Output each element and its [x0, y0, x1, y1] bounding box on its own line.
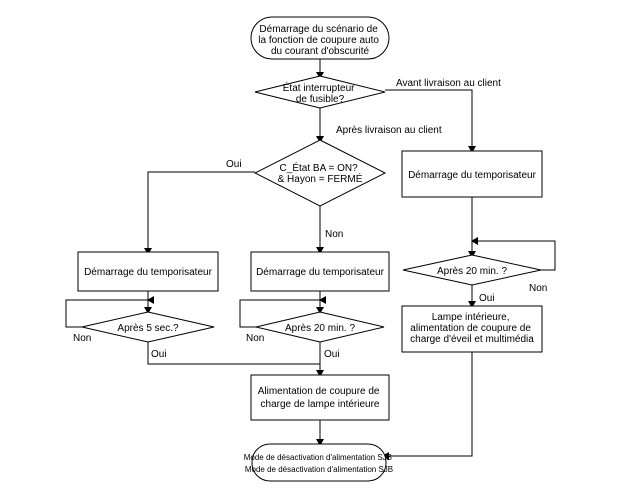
edge-fuse-to-timer-right — [385, 89, 473, 150]
label-left-yes: Oui — [151, 349, 167, 360]
fuse-decision-text: État interrupteur de fusible? — [283, 81, 358, 105]
timer-left-shape — [77, 251, 219, 292]
timer-right-text: Démarrage du temporisateur — [408, 170, 537, 181]
arrowhead — [147, 296, 154, 304]
arrowhead — [468, 146, 476, 153]
lamp-multimedia-shape — [401, 305, 543, 353]
timer-mid-shape — [250, 251, 390, 292]
edge-lamp-multimedia-to-sjb — [385, 352, 473, 457]
label-mid-yes: Oui — [324, 349, 340, 360]
start-node: Démarrage du scénario de la fonction de … — [250, 16, 390, 60]
lamp-multimedia-text: Lampe intérieure, alimentation de coupur… — [410, 312, 534, 345]
lamp-cutoff-shape — [250, 374, 390, 421]
start-node-shape — [250, 16, 390, 60]
lamp-multimedia-node: Lampe intérieure, alimentation de coupur… — [401, 305, 543, 353]
after5-left-decision: Après 5 sec.? — [81, 311, 215, 343]
arrowhead — [316, 247, 324, 254]
after20-right-decision: Après 20 min. ? — [402, 254, 542, 286]
timer-right: Démarrage du temporisateur — [401, 150, 543, 198]
label-right-yes: Oui — [479, 293, 495, 304]
edge-after20-mid-loop — [239, 299, 320, 328]
state-decision-text: C_État BA = ON? & Hayon = FERMÉ — [278, 161, 363, 185]
label-after-delivery: Après livraison au client — [336, 125, 442, 136]
label-left-no: Non — [73, 333, 91, 344]
edge-after5-to-lamp-cutoff — [147, 342, 320, 365]
edge-after20-right-loop — [472, 240, 556, 271]
lamp-cutoff-node: Alimentation de coupure de charge de lam… — [250, 374, 390, 421]
arrowhead — [144, 307, 152, 314]
after5-left-text: Après 5 sec.? — [117, 323, 179, 334]
arrowhead — [316, 439, 324, 446]
fuse-decision: État interrupteur de fusible? — [254, 75, 386, 109]
after20-right-shape — [402, 254, 542, 286]
label-mid-no: Non — [246, 333, 264, 344]
start-node-text: Démarrage du scénario de la fonction de … — [258, 24, 381, 57]
edge-labels: Avant livraison au client Après livraiso… — [73, 78, 547, 360]
label-before-delivery: Avant livraison au client — [396, 78, 501, 89]
arrowhead — [471, 237, 478, 245]
after20-right-text: Après 20 min. ? — [437, 266, 507, 277]
timer-left-text: Démarrage du temporisateur — [84, 267, 213, 278]
arrowhead — [468, 301, 476, 308]
after20-mid-decision: Après 20 min. ? — [255, 311, 385, 343]
label-state-yes: Oui — [226, 159, 242, 170]
after5-left-shape — [81, 311, 215, 343]
arrowhead — [319, 296, 326, 304]
edge-after5-left-loop — [65, 299, 148, 328]
timer-right-shape — [401, 150, 543, 198]
state-decision: C_État BA = ON? & Hayon = FERMÉ — [253, 139, 387, 207]
arrowheads — [144, 72, 478, 460]
arrowhead — [316, 307, 324, 314]
sjb-mode-text: Mode de désactivation d'alimentation SJB… — [244, 453, 395, 474]
sjb-mode-node: Mode de désactivation d'alimentation SJB… — [244, 443, 395, 482]
lamp-cutoff-text: Alimentation de coupure de charge de lam… — [258, 386, 383, 410]
fuse-decision-shape — [254, 75, 386, 109]
timer-mid-text: Démarrage du temporisateur — [256, 267, 385, 278]
arrowhead — [316, 370, 324, 377]
state-decision-shape — [253, 139, 387, 207]
label-right-no: Non — [529, 283, 547, 294]
after20-mid-text: Après 20 min. ? — [285, 323, 355, 334]
edges — [65, 59, 556, 457]
timer-left: Démarrage du temporisateur — [77, 251, 219, 292]
label-state-no: Non — [325, 229, 343, 240]
sjb-mode-shape — [251, 443, 387, 482]
edge-state-to-timer-left — [147, 171, 255, 252]
timer-mid: Démarrage du temporisateur — [250, 251, 390, 292]
after20-mid-shape — [255, 311, 385, 343]
